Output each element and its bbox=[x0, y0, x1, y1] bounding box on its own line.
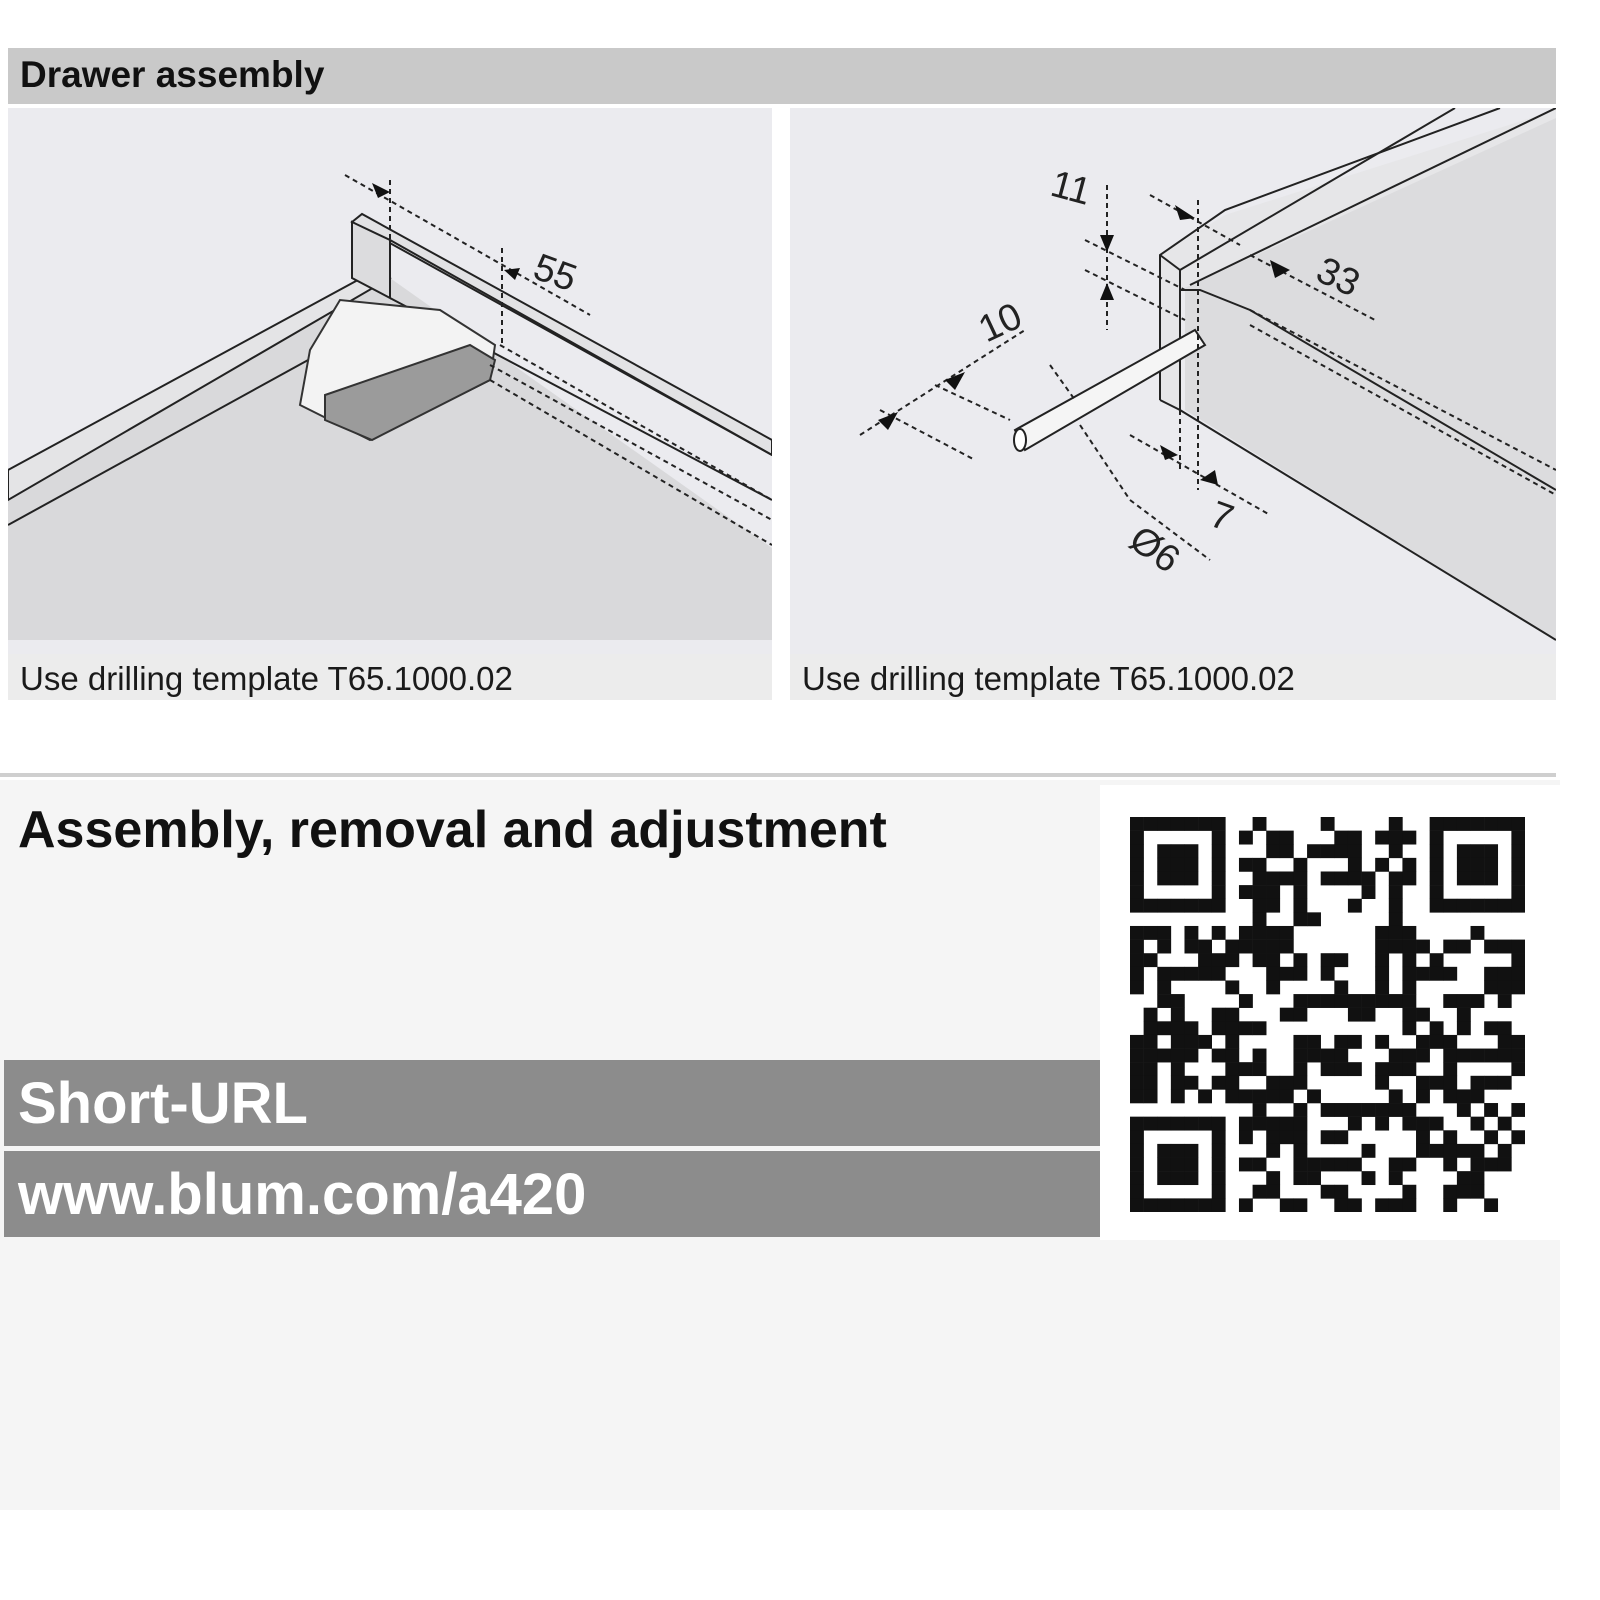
short-url-bar[interactable]: www.blum.com/a420 bbox=[4, 1151, 1100, 1237]
section-divider bbox=[0, 773, 1556, 777]
dimension-label-11: 11 bbox=[1046, 163, 1095, 214]
dimension-label-diameter-6: Ø6 bbox=[1122, 518, 1188, 581]
caption-right: Use drilling template T65.1000.02 bbox=[790, 654, 1556, 700]
short-url-label-bar: Short-URL bbox=[4, 1060, 1100, 1146]
qr-code-container bbox=[1100, 785, 1560, 1240]
section-title: Drawer assembly bbox=[20, 54, 325, 95]
caption-left: Use drilling template T65.1000.02 bbox=[8, 654, 772, 700]
drawer-fitting-illustration: 55 bbox=[8, 174, 772, 640]
diagram-panel-left: 55 Use drilling template T65.1000.02 bbox=[8, 108, 772, 700]
dimension-label-7: 7 bbox=[1205, 494, 1239, 541]
short-url-label: Short-URL bbox=[18, 1071, 308, 1136]
caption-text: Use drilling template T65.1000.02 bbox=[20, 660, 513, 697]
short-url-link[interactable]: www.blum.com/a420 bbox=[18, 1162, 587, 1227]
section-header: Drawer assembly bbox=[8, 48, 1556, 104]
dimension-label-10: 10 bbox=[972, 295, 1028, 351]
diagram-panel-right: 11 33 10 7 Ø6 Use drilling template T65.… bbox=[790, 108, 1556, 700]
assembly-title: Assembly, removal and adjustment bbox=[18, 801, 887, 859]
dimension-label-55: 55 bbox=[528, 246, 582, 300]
caption-text: Use drilling template T65.1000.02 bbox=[802, 660, 1295, 697]
qr-code[interactable] bbox=[1130, 817, 1525, 1212]
drilling-illustration: 11 33 10 7 Ø6 bbox=[859, 108, 1556, 641]
